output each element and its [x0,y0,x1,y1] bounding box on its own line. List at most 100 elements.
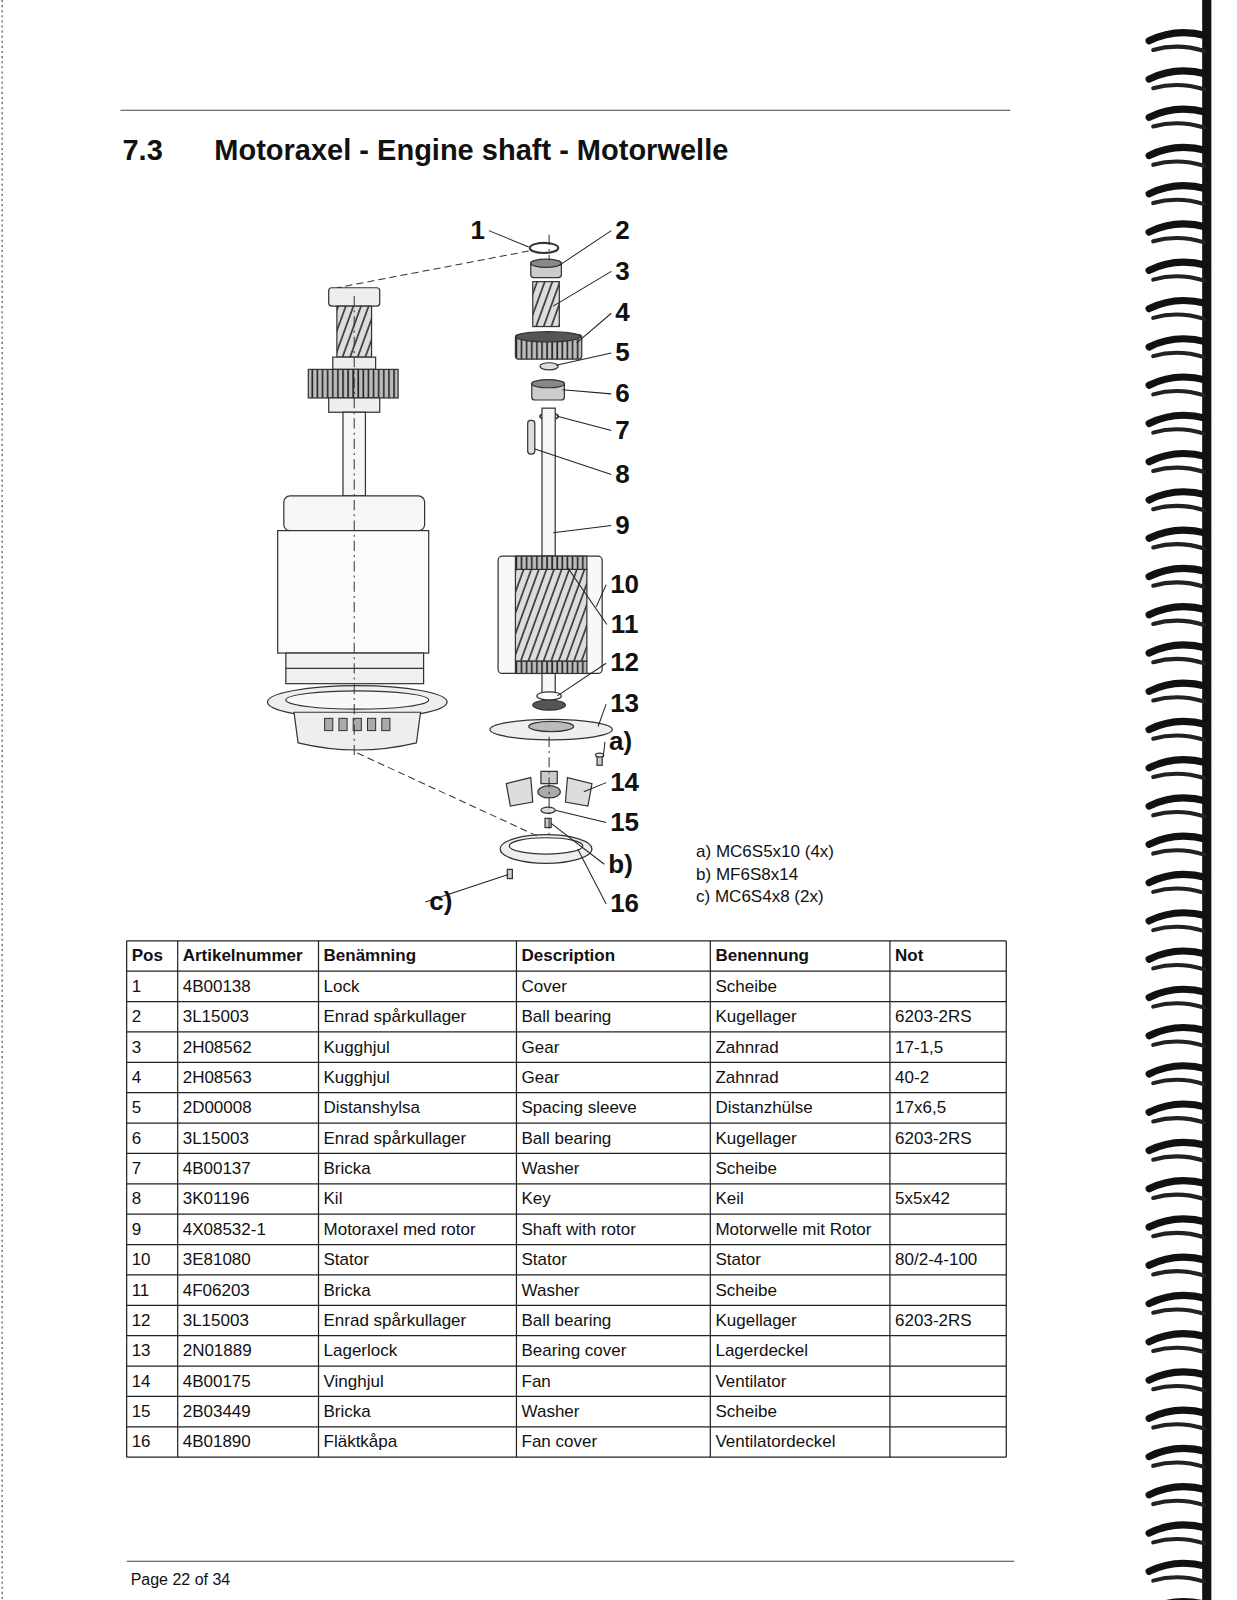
table-cell: Lagerlock [324,1341,398,1361]
table-cell: 2N01889 [183,1341,252,1361]
table-cell: Enrad spårkullager [324,1311,467,1331]
table-cell: 4F06203 [183,1281,250,1301]
table-cell: 15 [132,1402,151,1422]
table-cell: 4B00137 [183,1159,251,1179]
table-cell: 5x5x42 [895,1189,950,1209]
table-cell: Motorwelle mit Rotor [715,1220,871,1240]
table-cell: Fan cover [522,1432,598,1452]
callout-number: 6 [615,379,629,409]
callout-number: 8 [615,460,629,490]
table-cell: 7 [132,1159,141,1179]
table-cell: Scheibe [715,1159,776,1179]
table-cell: 14 [132,1372,151,1392]
table-cell: 40-2 [895,1068,929,1088]
screw-note: c) MC6S4x8 (2x) [696,887,824,907]
table-cell: 17x6,5 [895,1098,946,1118]
table-cell: Lagerdeckel [715,1341,808,1361]
table-cell: Fan [522,1372,551,1392]
table-cell: Gear [522,1068,560,1088]
table-cell: 11 [132,1281,150,1301]
leader-line [603,742,605,757]
table-cell: Kugghjul [324,1038,390,1058]
leader-line [553,526,611,533]
leader-line [567,567,606,624]
table-cell: Washer [522,1159,580,1179]
table-cell: 17-1,5 [895,1038,943,1058]
table-cell: Fläktkåpa [324,1432,398,1452]
table-cell: 1 [132,977,141,997]
table-cell: Distanzhülse [715,1098,812,1118]
table-cell: Kugellager [715,1007,796,1027]
table-cell: Keil [715,1189,743,1209]
callout-number: a) [609,727,632,757]
table-cell: Kugellager [715,1129,796,1149]
leader-line [559,231,611,266]
table-cell: Ball bearing [522,1007,612,1027]
table-cell: Stator [715,1250,760,1270]
table-cell: Washer [522,1402,580,1422]
table-cell: Ventilatordeckel [715,1432,835,1452]
table-cell: Washer [522,1281,580,1301]
callout-number: 12 [610,648,639,678]
callout-number: 3 [615,257,629,287]
table-cell: Zahnrad [715,1038,778,1058]
leader-line [551,823,604,864]
table-cell: Bricka [324,1281,371,1301]
table-cell: 3L15003 [183,1129,249,1149]
table-cell: Ventilator [715,1372,786,1392]
callout-number: 4 [615,298,629,328]
table-cell: Zahnrad [715,1068,778,1088]
table-cell: Stator [522,1250,567,1270]
table-header: Benämning [324,946,417,966]
leader-line [577,313,612,343]
leader-line [489,231,529,247]
table-cell: 4B00175 [183,1372,251,1392]
callout-number: 2 [615,216,629,246]
table-cell: Kugellager [715,1311,796,1331]
callout-number: 15 [610,808,639,838]
table-cell: Cover [522,977,567,997]
table-cell: 4B01890 [183,1432,251,1452]
table-cell: Vinghjul [324,1372,384,1392]
table-header: Not [895,946,923,966]
table-cell: Spacing sleeve [522,1098,637,1118]
table-cell: 6203-2RS [895,1129,972,1149]
table-cell: Scheibe [715,1281,776,1301]
leader-line [557,663,606,696]
table-cell: Lock [324,977,360,997]
table-cell: Bricka [324,1402,371,1422]
table-cell: Kil [324,1189,343,1209]
screw-note: b) MF6S8x14 [696,865,798,885]
table-cell: Enrad spårkullager [324,1007,467,1027]
table-cell: 2H08563 [183,1068,252,1088]
table-cell: 3L15003 [183,1311,249,1331]
table-cell: 9 [132,1220,141,1240]
table-cell: 4X08532-1 [183,1220,266,1240]
table-cell: 3E81080 [183,1250,251,1270]
table-cell: 6203-2RS [895,1007,972,1027]
callout-number: 9 [615,511,629,541]
leader-line [555,810,606,822]
leader-line [557,416,611,430]
table-cell: 4 [132,1068,141,1088]
table-header: Description [522,946,616,966]
callout-number: 10 [610,570,639,600]
screw-note: a) MC6S5x10 (4x) [696,842,834,862]
table-cell: 5 [132,1098,141,1118]
callout-number: 11 [611,610,639,640]
table-cell: 10 [132,1250,151,1270]
table-cell: Gear [522,1038,560,1058]
leader-line [562,390,611,394]
table-header: Pos [132,946,163,966]
table-cell: Ball bearing [522,1129,612,1149]
table-cell: Key [522,1189,551,1209]
table-cell: Bricka [324,1159,371,1179]
table-cell: Ball bearing [522,1311,612,1331]
table-cell: Bearing cover [522,1341,627,1361]
spiral-binding [1149,0,1211,1600]
callout-number: 7 [615,416,629,446]
table-cell: 8 [132,1189,141,1209]
leader-line [596,585,606,607]
table-cell: Stator [324,1250,369,1270]
callout-number: 16 [610,889,639,919]
